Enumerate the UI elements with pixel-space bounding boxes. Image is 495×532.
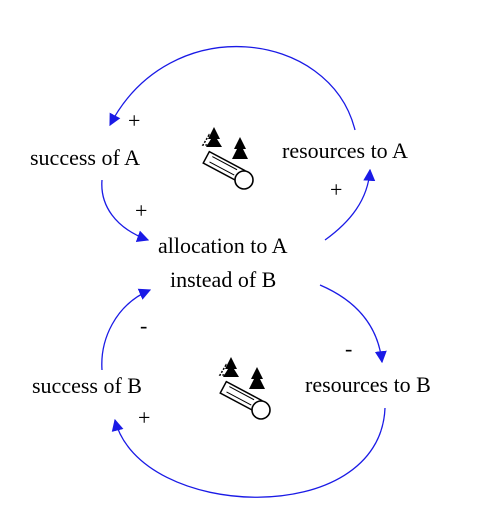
- node-allocation-line2: instead of B: [170, 267, 276, 292]
- polarity-success-a-to-allocation: +: [135, 198, 147, 223]
- link-resources-b-to-success-b: [111, 407, 386, 498]
- link-resources-a-to-success-a: [109, 46, 356, 131]
- node-resources-to-a: resources to A: [282, 138, 408, 163]
- link-allocation-to-resources-a: [324, 168, 376, 241]
- link-success-a-to-allocation: [101, 179, 150, 242]
- node-success-of-b: success of B: [32, 373, 142, 398]
- node-allocation-line1: allocation to A: [158, 233, 288, 258]
- polarity-allocation-to-resources-b: -: [345, 336, 352, 361]
- polarity-resources-a-to-success-a: +: [128, 108, 140, 133]
- balance-scale-trees-icon: [201, 127, 254, 190]
- balance-scale-trees-icon: [218, 357, 271, 420]
- link-success-b-to-allocation: [101, 288, 152, 371]
- link-allocation-to-resources-b: [319, 284, 387, 364]
- polarity-resources-b-to-success-b: +: [138, 405, 150, 430]
- node-success-of-a: success of A: [30, 145, 140, 170]
- polarity-allocation-to-resources-a: +: [330, 177, 342, 202]
- node-resources-to-b: resources to B: [305, 372, 431, 397]
- polarity-success-b-to-allocation: -: [140, 313, 147, 338]
